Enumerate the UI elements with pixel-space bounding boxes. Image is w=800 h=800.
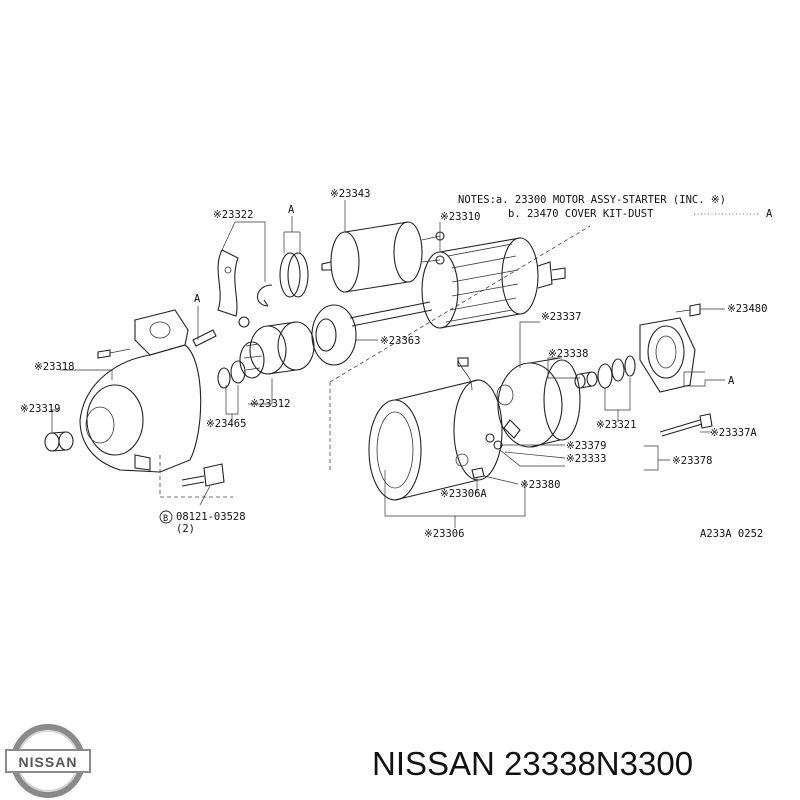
note-line-1: NOTES:a. 23300 MOTOR ASSY-STARTER (INC. … <box>458 194 726 206</box>
gear-housing <box>79 309 202 473</box>
leader-lines <box>51 200 725 528</box>
callout-23322: ※23322 <box>213 209 253 221</box>
bolt-circle-letter: B <box>163 514 168 524</box>
diagram-code: A233A 0252 <box>700 528 763 540</box>
callout-23321: ※23321 <box>596 419 636 431</box>
solenoid-switch <box>321 221 445 293</box>
stop-ring <box>217 360 246 389</box>
nissan-logo: NISSAN <box>5 724 91 798</box>
callout-23338: ※23338 <box>548 348 588 360</box>
rear-bushing <box>574 371 598 389</box>
callout-23337a: ※23337A <box>710 427 757 439</box>
nissan-logo-text: NISSAN <box>19 754 78 770</box>
callout-23306a: ※23306A <box>440 488 487 500</box>
shift-lever <box>217 249 250 328</box>
note-line-2-ref: A <box>766 208 773 220</box>
part-number-title: NISSAN 23338N3300 <box>372 745 693 782</box>
note-line-2: b. 23470 COVER KIT-DUST <box>508 208 654 220</box>
bushing <box>44 431 74 452</box>
callout-23363: ※23363 <box>380 335 420 347</box>
callout-bolt-part: 08121-03528 <box>176 511 246 523</box>
cover-screw <box>675 303 701 317</box>
callout-ref-a-top: A <box>288 204 295 216</box>
callout-23319: ※23319 <box>20 403 60 415</box>
callout-23337: ※23337 <box>541 311 581 323</box>
callout-bolt-qty: (2) <box>176 523 195 535</box>
left-assembly-outline <box>159 455 233 498</box>
callout-23465: ※23465 <box>206 418 246 430</box>
dust-cover-washer <box>279 252 309 298</box>
callout-23379: ※23379 <box>566 440 606 452</box>
callout-23380: ※23380 <box>520 479 560 491</box>
mounting-bolt <box>181 463 225 487</box>
yoke-assembly <box>368 357 503 501</box>
callout-ref-a-right: A <box>728 375 735 387</box>
end-cap-dust-cover <box>639 317 696 393</box>
bolt-circle-marker <box>159 510 173 524</box>
pinion-gear <box>239 341 265 379</box>
armature-assembly-outline <box>329 225 591 470</box>
callout-ref-a-left: A <box>194 293 201 305</box>
callout-23310: ※23310 <box>440 211 480 223</box>
callout-23378: ※23378 <box>672 455 712 467</box>
rear-cover <box>496 357 581 448</box>
armature <box>349 237 566 329</box>
thrust-washers <box>597 355 636 389</box>
overrunning-clutch <box>249 304 357 375</box>
callout-23480: ※23480 <box>727 303 767 315</box>
housing-screw <box>97 348 131 359</box>
lever-pin <box>192 329 217 347</box>
callout-23343: ※23343 <box>330 188 370 200</box>
terminal-parts <box>471 433 503 479</box>
callout-23333: ※23333 <box>566 453 606 465</box>
through-bolt <box>659 413 713 437</box>
callout-23312: ※23312 <box>250 398 290 410</box>
retaining-clip <box>257 284 273 307</box>
callout-23306: ※23306 <box>424 528 464 540</box>
callout-23318: ※23318 <box>34 361 74 373</box>
